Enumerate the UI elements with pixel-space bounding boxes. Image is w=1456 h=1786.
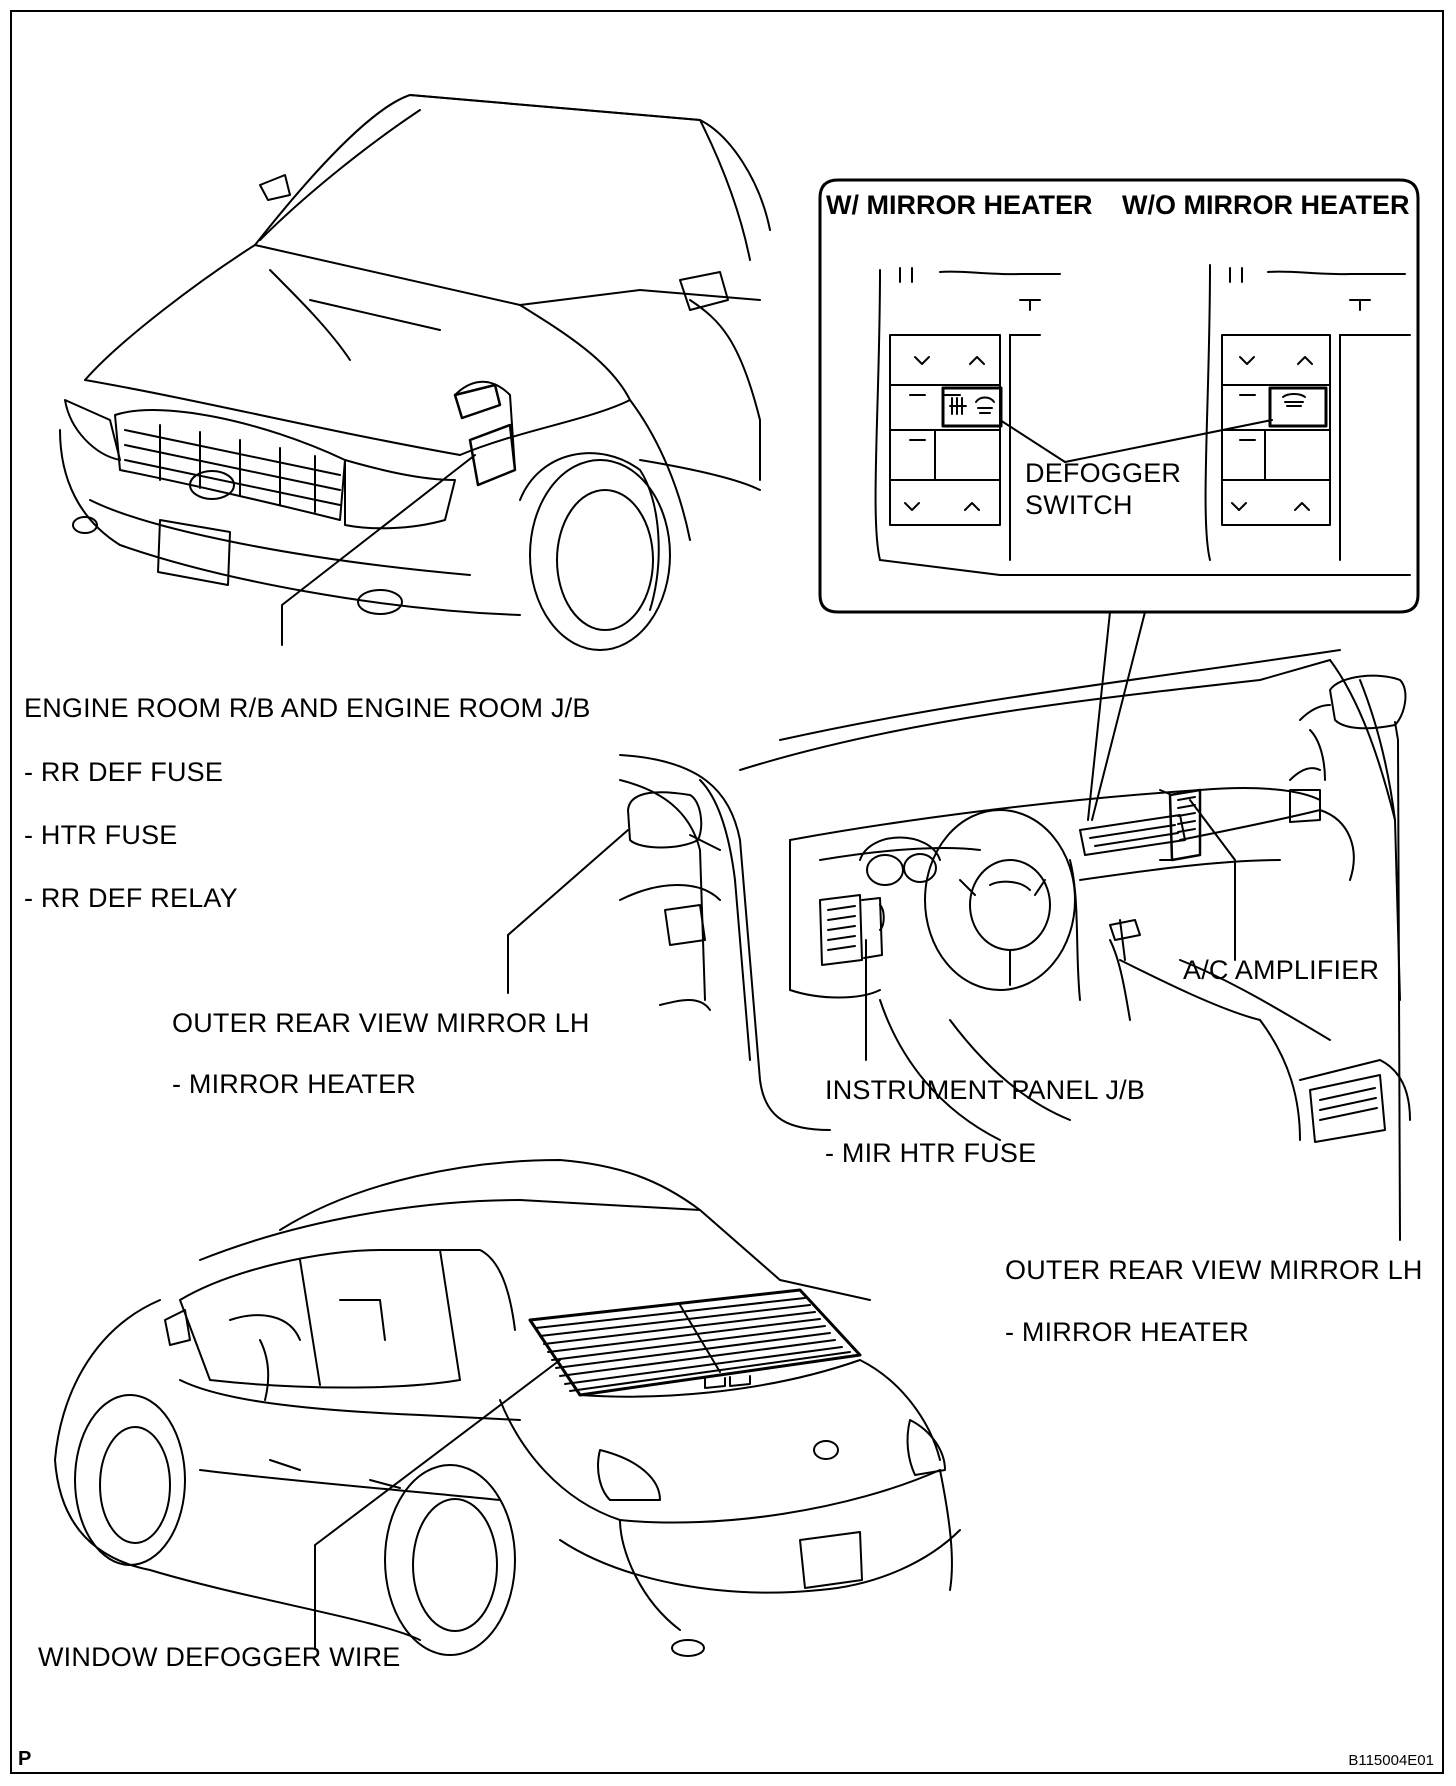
corner-mark: P	[18, 1748, 32, 1770]
label-engine-room: ENGINE ROOM R/B AND ENGINE ROOM J/B	[24, 693, 591, 723]
label-defogger-switch-line2: SWITCH	[1025, 490, 1133, 520]
label-mirror-lh-right: OUTER REAR VIEW MIRROR LH	[1005, 1255, 1423, 1285]
label-rr-def-relay: - RR DEF RELAY	[24, 883, 238, 913]
inset-header-without-mirror-heater: W/O MIRROR HEATER	[1122, 190, 1410, 220]
label-rr-def-fuse: - RR DEF FUSE	[24, 757, 224, 787]
figure-code: B115004E01	[1348, 1752, 1434, 1769]
label-mirror-heater-left: - MIRROR HEATER	[172, 1069, 416, 1099]
label-mirror-lh-left: OUTER REAR VIEW MIRROR LH	[172, 1008, 590, 1038]
panel-with-mirror-heater	[874, 267, 1411, 576]
panel-without-mirror-heater	[1204, 264, 1411, 561]
inset-header-with-mirror-heater: W/ MIRROR HEATER	[826, 190, 1093, 220]
label-window-defogger-wire: WINDOW DEFOGGER WIRE	[38, 1642, 401, 1672]
label-defogger-switch-line1: DEFOGGER	[1025, 458, 1182, 488]
label-instrument-panel-jb: INSTRUMENT PANEL J/B	[825, 1075, 1146, 1105]
label-mir-htr-fuse: - MIR HTR FUSE	[825, 1138, 1037, 1168]
front-car-illustration	[59, 94, 771, 651]
rear-car-illustration	[54, 1159, 961, 1657]
label-htr-fuse: - HTR FUSE	[24, 820, 178, 850]
label-ac-amplifier: A/C AMPLIFIER	[1183, 955, 1380, 985]
interior-dashboard-illustration	[507, 611, 1411, 1241]
rear-window-defogger-grid	[528, 1288, 862, 1397]
label-mirror-heater-right: - MIRROR HEATER	[1005, 1317, 1249, 1347]
diagram-frame	[10, 10, 1444, 1774]
switch-inset-box	[818, 178, 1420, 614]
